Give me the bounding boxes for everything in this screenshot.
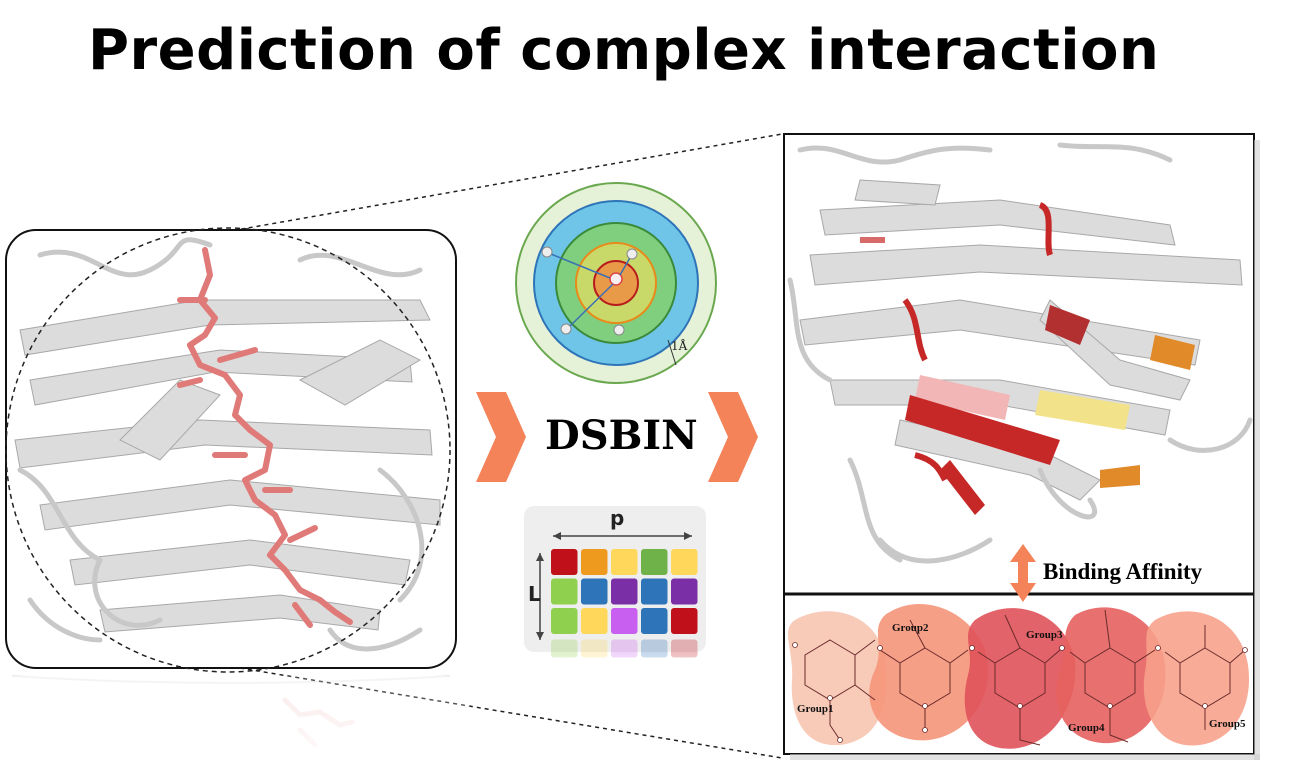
matrix-cell bbox=[611, 578, 638, 605]
matrix-cell bbox=[671, 608, 698, 634]
group2-region bbox=[869, 603, 989, 741]
group2-label: Group2 bbox=[892, 622, 929, 634]
matrix-width-label: p bbox=[610, 506, 625, 530]
matrix-cell bbox=[551, 549, 578, 575]
matrix-cell bbox=[671, 549, 698, 575]
binding-affinity-arrow bbox=[1010, 544, 1036, 602]
chevron-arrow-right bbox=[708, 392, 758, 482]
distance-shell-diagram bbox=[515, 182, 717, 384]
matrix-cell bbox=[551, 608, 578, 634]
matrix-cell bbox=[671, 578, 698, 605]
group5-region bbox=[1143, 611, 1250, 746]
left-protein-panel bbox=[5, 227, 457, 673]
chevron-arrow-left bbox=[476, 392, 526, 482]
matrix-cell bbox=[611, 549, 638, 575]
focus-circle bbox=[5, 227, 451, 673]
chemical-groups-panel: Group1 Group2 Group3 Group4 Group5 bbox=[787, 603, 1250, 749]
page-title: Prediction of complex interaction bbox=[88, 18, 1160, 83]
binding-affinity-label: Binding Affinity bbox=[1043, 559, 1203, 584]
feature-matrix bbox=[524, 506, 706, 682]
matrix-cell bbox=[551, 578, 578, 605]
group3-label: Group3 bbox=[1026, 629, 1063, 641]
group3-region bbox=[964, 608, 1076, 749]
group1-region bbox=[787, 611, 887, 746]
matrix-cell bbox=[641, 549, 668, 575]
left-panel-reflection bbox=[0, 675, 470, 777]
matrix-cell bbox=[611, 608, 638, 634]
matrix-cell bbox=[581, 608, 608, 634]
matrix-cell bbox=[581, 549, 608, 575]
left-panel-frame bbox=[5, 229, 457, 669]
right-protein-panel bbox=[783, 133, 1255, 755]
group4-label: Group4 bbox=[1068, 722, 1105, 734]
method-label: DSBIN bbox=[545, 412, 698, 459]
matrix-cell bbox=[581, 578, 608, 605]
group5-label: Group5 bbox=[1209, 718, 1246, 730]
matrix-height-label: L bbox=[528, 582, 541, 606]
group1-label: Group1 bbox=[797, 703, 833, 715]
matrix-cell bbox=[641, 608, 668, 634]
radius-label: 1Å bbox=[671, 339, 688, 353]
matrix-cell bbox=[641, 578, 668, 605]
group4-region bbox=[1056, 607, 1166, 744]
zoom-line-top bbox=[224, 133, 783, 233]
